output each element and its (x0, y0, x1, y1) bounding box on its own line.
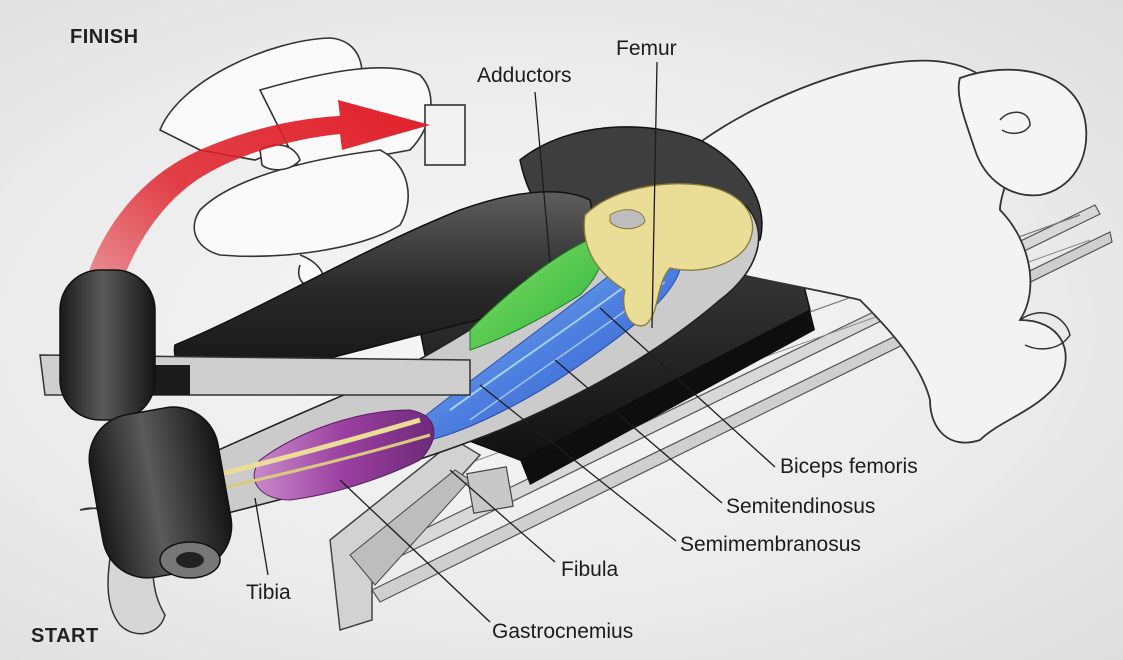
leader-femur (651, 61, 658, 329)
leg-roller (39, 269, 471, 579)
label-tibia: Tibia (246, 581, 291, 604)
leader-adductors (534, 91, 551, 263)
label-adductors: Adductors (477, 64, 572, 87)
leader-semimembranosus (479, 384, 677, 542)
label-gastrocnemius: Gastrocnemius (492, 620, 634, 643)
finish-label: FINISH (70, 26, 139, 48)
leader-biceps-femoris (599, 307, 776, 468)
finish-position-outline (158, 37, 466, 287)
upper-body (689, 59, 1088, 444)
label-fibula: Fibula (561, 558, 619, 581)
start-label: START (31, 625, 99, 647)
label-semimembranosus: Semimembranosus (680, 533, 861, 556)
leader-tibia (254, 497, 269, 576)
label-femur: Femur (616, 37, 677, 60)
leader-semitendinosus (554, 359, 723, 504)
leader-gastrocnemius (339, 479, 491, 623)
leader-fibula (449, 469, 556, 563)
label-semitendinosus: Semitendinosus (726, 495, 876, 518)
motion-arrow (74, 100, 430, 400)
label-biceps-femoris: Biceps femoris (780, 455, 918, 478)
leader-lines (254, 61, 776, 623)
bench-support-frame (329, 439, 514, 631)
